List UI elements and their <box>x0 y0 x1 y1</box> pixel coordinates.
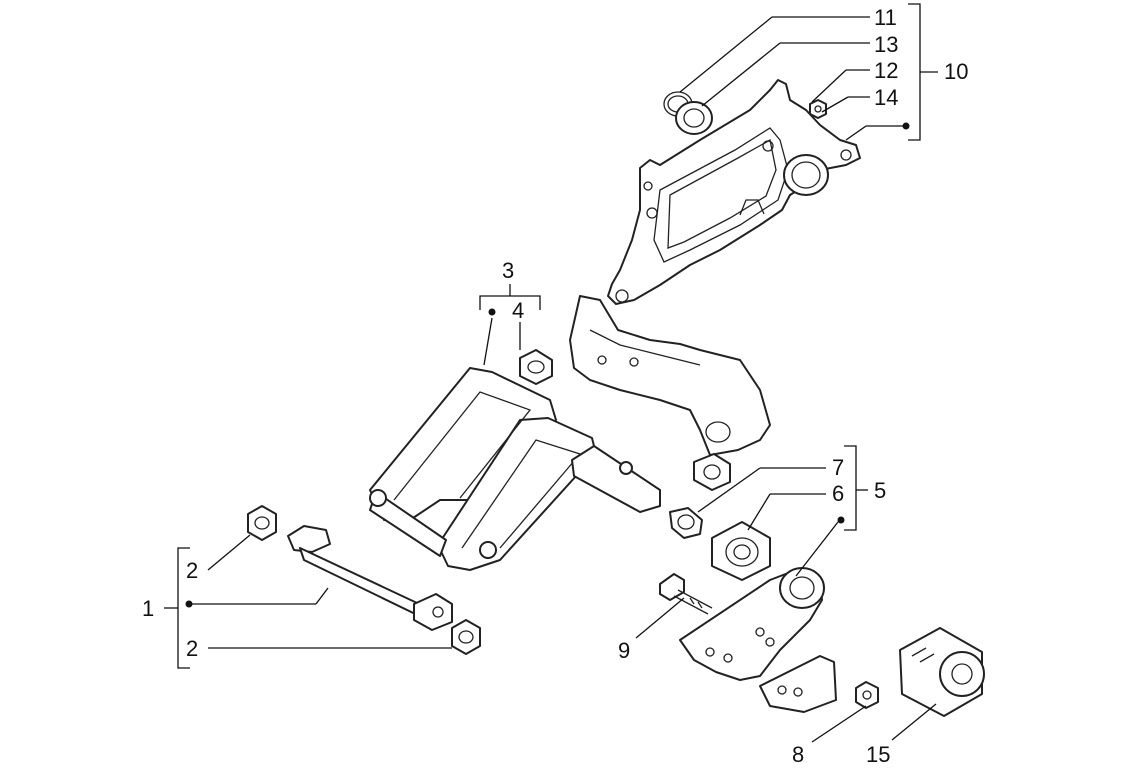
callout-4: 4 <box>512 298 524 323</box>
dot-marker-pin <box>185 600 193 608</box>
callout-14: 14 <box>874 85 898 110</box>
callout-2-top: 2 <box>186 558 198 583</box>
callout-15: 15 <box>866 742 890 767</box>
callout-9: 9 <box>618 638 630 663</box>
callout-10: 10 <box>944 59 968 84</box>
callout-3: 3 <box>502 258 514 283</box>
swing-arm <box>369 367 661 571</box>
small-bracket <box>759 655 837 713</box>
spacer-part <box>669 507 703 539</box>
callout-11: 11 <box>874 5 897 30</box>
bolt-part <box>659 573 713 615</box>
bushing-part <box>519 349 553 385</box>
dot-markers <box>185 122 910 608</box>
callout-13: 13 <box>874 32 898 57</box>
callout-2-bottom: 2 <box>186 636 198 661</box>
link-plate <box>679 567 825 681</box>
callout-6: 6 <box>832 481 844 506</box>
pin-assembly <box>247 505 481 655</box>
callout-labels: 11 13 12 14 10 3 4 7 6 5 9 8 15 1 2 2 <box>142 5 968 767</box>
dot-marker-swing-arm <box>488 308 496 316</box>
flange-nut-part <box>855 681 879 709</box>
swing-arm-housing <box>607 79 861 305</box>
dot-marker-housing <box>902 122 910 130</box>
callout-7: 7 <box>832 455 844 480</box>
silent-block-part <box>711 521 771 581</box>
nut-part <box>809 99 827 119</box>
callout-12: 12 <box>874 58 898 83</box>
dot-marker-link-plate <box>837 516 845 524</box>
callout-5: 5 <box>874 478 886 503</box>
engine-bracket <box>569 295 771 456</box>
callout-1: 1 <box>142 596 154 621</box>
rubber-buffer-part <box>899 627 985 717</box>
bearing-part <box>675 101 713 135</box>
leader-lines <box>164 3 938 743</box>
callout-8: 8 <box>792 742 804 767</box>
sleeve-part <box>693 453 731 491</box>
